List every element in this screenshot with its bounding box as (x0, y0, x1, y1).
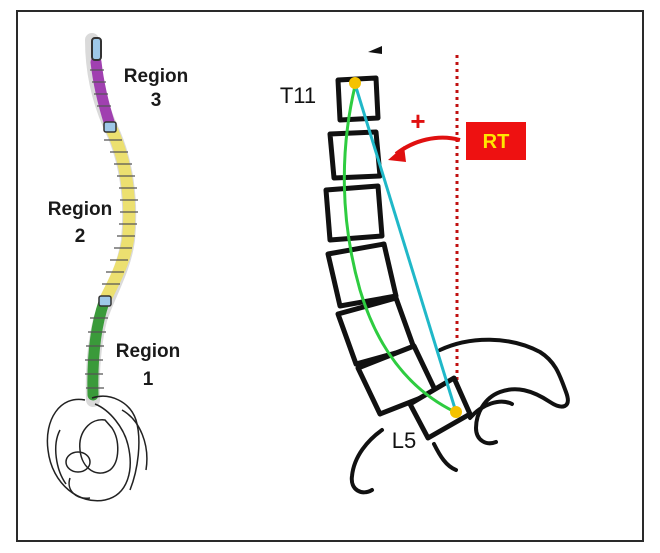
top-vertebra-label: T11 (280, 83, 316, 108)
transition-marker-upper (104, 122, 116, 132)
left-spine-panel: Region 3 Region 2 Region 1 (47, 38, 188, 501)
region3-label-number: 3 (151, 90, 162, 111)
transition-marker-lower (99, 296, 111, 306)
endpoint-t11 (349, 77, 361, 89)
cervical-tip (92, 38, 101, 60)
sign-label: + (410, 106, 425, 136)
bottom-vertebra-label: L5 (392, 428, 416, 453)
region1-label-number: 1 (143, 369, 154, 390)
endpoint-l5 (450, 406, 462, 418)
top-marker (368, 46, 382, 54)
rotation-arrow (396, 138, 460, 154)
vertebra-l1 (326, 186, 382, 240)
pelvis-drawing (47, 396, 146, 501)
rotation-arrow-head (388, 146, 406, 162)
region2-label-word: Region (48, 199, 112, 220)
right-lumbar-panel: + RT T11 L5 (280, 46, 568, 492)
region2-label-number: 2 (75, 226, 86, 247)
region1-label-word: Region (116, 341, 180, 362)
direction-badge-text: RT (483, 131, 510, 153)
region3-label-word: Region (124, 66, 188, 87)
